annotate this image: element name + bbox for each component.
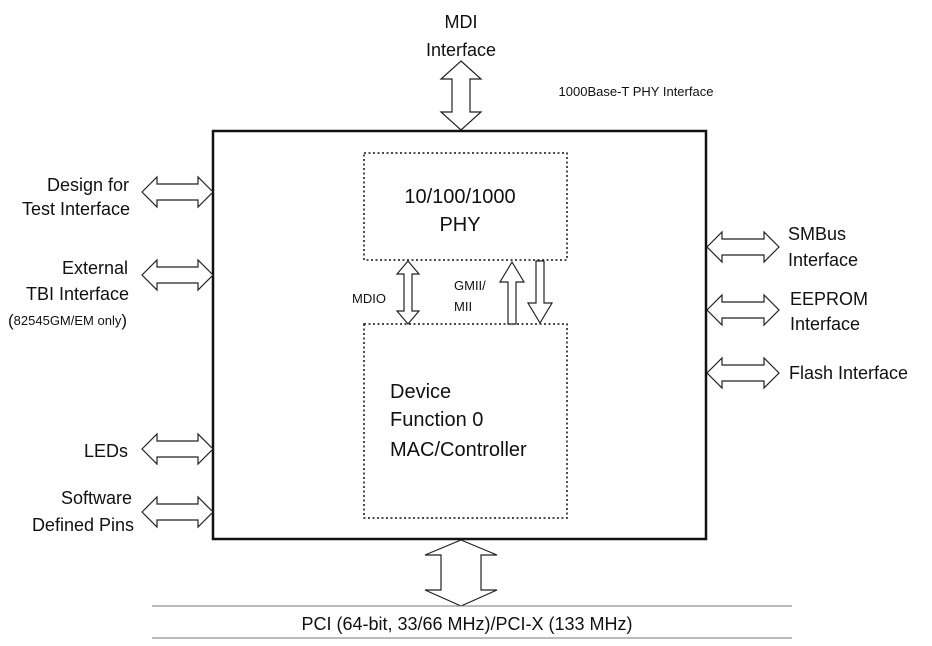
gmii-label-line2: MII <box>454 299 472 314</box>
phy-interface-note: 1000Base-T PHY Interface <box>559 84 714 99</box>
sdp-label-line2: Defined Pins <box>32 515 134 535</box>
smbus-label-line2: Interface <box>788 250 858 270</box>
gmii-down-arrow <box>526 260 554 325</box>
phy-label-line2: PHY <box>439 214 480 236</box>
tbi-note: (82545GM/EM only) <box>8 311 127 330</box>
mdi-label-line2: Interface <box>426 40 496 60</box>
eeprom-label-line2: Interface <box>790 314 860 334</box>
dft-interface-arrow <box>141 175 214 209</box>
tbi-label-line1: External <box>62 258 128 278</box>
flash-label: Flash Interface <box>789 363 908 383</box>
mdi-arrow <box>439 60 483 131</box>
phy-label-line1: 10/100/1000 <box>404 186 515 208</box>
gmii-up-arrow <box>498 260 526 325</box>
mdi-label-line1: MDI <box>445 12 478 32</box>
sdp-label-line1: Software <box>61 488 132 508</box>
sdp-arrow <box>141 495 214 529</box>
dft-label-line1: Design for <box>47 175 129 195</box>
pci-bus-label: PCI (64-bit, 33/66 MHz)/PCI-X (133 MHz) <box>301 614 632 634</box>
mdio-label: MDIO <box>352 291 386 306</box>
mac-label-line1: Device <box>390 381 451 403</box>
eeprom-arrow <box>706 293 780 327</box>
leds-label: LEDs <box>84 441 128 461</box>
flash-arrow <box>706 356 780 390</box>
mac-label-line2: Function 0 <box>390 409 483 431</box>
pci-bus-arrow <box>424 539 498 607</box>
tbi-interface-arrow <box>141 258 214 292</box>
mdio-arrow <box>395 260 421 325</box>
smbus-arrow <box>706 230 780 264</box>
controller-chip-outline <box>211 129 708 541</box>
phy-block <box>363 152 568 261</box>
mac-label-line3: MAC/Controller <box>390 439 527 461</box>
smbus-label-line1: SMBus <box>788 224 846 244</box>
dft-label-line2: Test Interface <box>22 199 130 219</box>
leds-arrow <box>141 432 214 466</box>
gmii-label-line1: GMII/ <box>454 278 486 293</box>
tbi-label-line2: TBI Interface <box>26 284 129 304</box>
eeprom-label-line1: EEPROM <box>790 289 868 309</box>
